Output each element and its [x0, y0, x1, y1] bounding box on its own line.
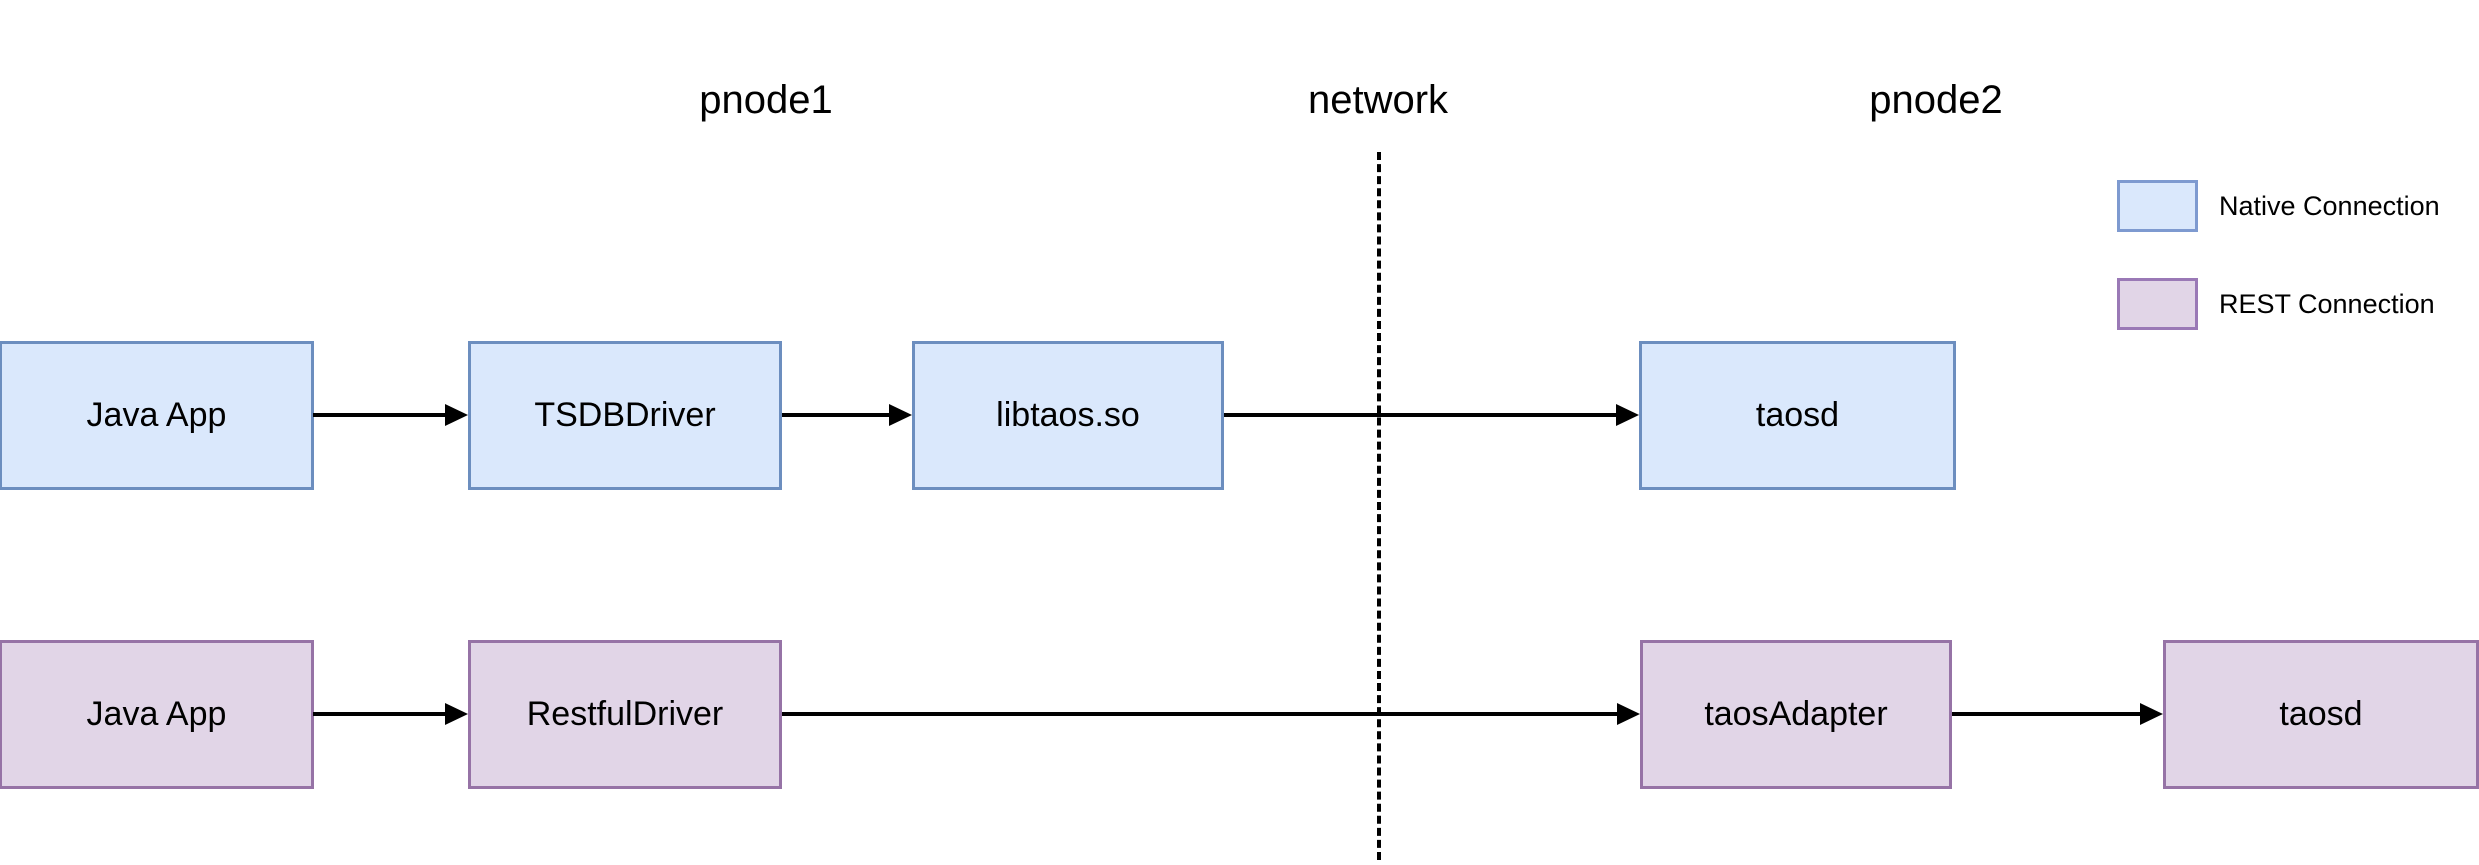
node-restfuldriver: RestfulDriver — [468, 640, 782, 789]
arrow-libtaos-to-taosd — [1224, 404, 1639, 426]
arrow-tsdbdriver-to-libtaos — [782, 404, 912, 426]
node-taosd-native: taosd — [1639, 341, 1956, 490]
node-taosd-rest: taosd — [2163, 640, 2479, 789]
node-libtaos-so: libtaos.so — [912, 341, 1224, 490]
legend-label-rest: REST Connection — [2219, 288, 2435, 319]
arrow-javaapp-to-restfuldriver — [313, 703, 468, 725]
arrow-restfuldriver-to-adapter — [782, 703, 1640, 725]
node-java-app-rest: Java App — [0, 640, 314, 789]
column-title-pnode1: pnode1 — [699, 78, 833, 122]
legend-item-rest-connection: REST Connection — [2117, 278, 2435, 330]
node-tsdbdriver: TSDBDriver — [468, 341, 782, 490]
column-title-pnode2: pnode2 — [1869, 78, 2003, 122]
legend-label-native: Native Connection — [2219, 190, 2440, 221]
column-title-network: network — [1307, 78, 1449, 122]
legend-item-native-connection: Native Connection — [2117, 180, 2440, 232]
network-boundary-dashed-line — [1377, 152, 1381, 860]
node-taosadapter: taosAdapter — [1640, 640, 1952, 789]
legend-swatch-rest — [2117, 278, 2198, 330]
legend-swatch-native — [2117, 180, 2198, 232]
arrow-adapter-to-taosd — [1952, 703, 2163, 725]
arrow-javaapp-to-tsdbdriver — [313, 404, 468, 426]
node-java-app-native: Java App — [0, 341, 314, 490]
